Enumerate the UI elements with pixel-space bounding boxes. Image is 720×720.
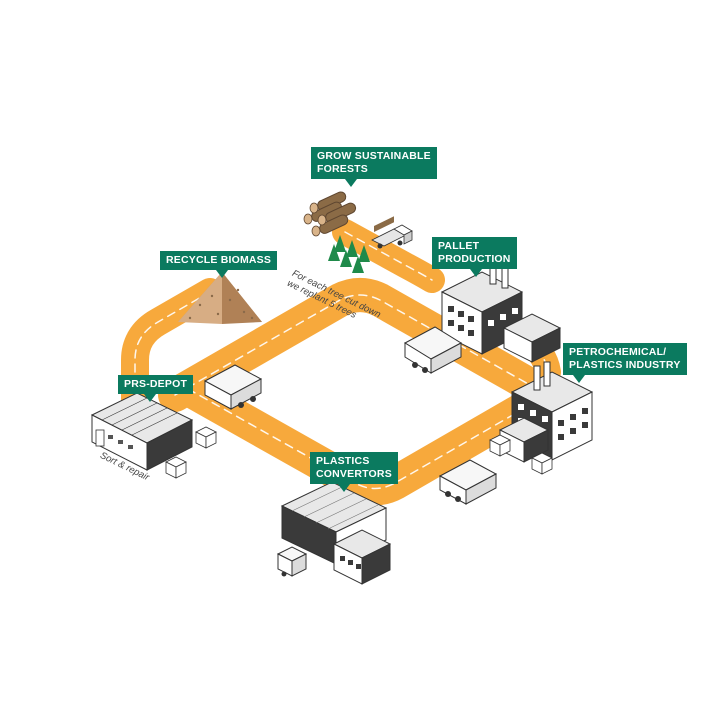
truck-icon <box>371 216 413 249</box>
forest-branch-road <box>332 219 445 293</box>
warehouse-icon <box>280 481 392 585</box>
factory-icon <box>498 361 594 463</box>
biomass-pile-icon <box>178 272 262 324</box>
truck-icon <box>438 459 498 505</box>
pallet-icon <box>489 434 553 475</box>
plastics-convertors-label: PLASTICS CONVERTORS <box>310 452 398 492</box>
road-network <box>121 219 561 506</box>
truck-icon <box>276 546 308 577</box>
truck-icon <box>403 326 463 374</box>
pallet-icon <box>165 426 217 479</box>
petrochemical-label: PETROCHEMICAL/ PLASTICS INDUSTRY <box>563 343 687 383</box>
tree-icon <box>328 235 370 273</box>
warehouse-icon <box>90 392 194 471</box>
recycle-biomass-label: RECYCLE BIOMASS <box>160 251 278 278</box>
factory-icon <box>440 257 562 363</box>
truck-icon <box>203 364 263 410</box>
grow-forests-label: GROW SUSTAINABLE FORESTS <box>311 147 437 187</box>
pallet-production-label: PALLET PRODUCTION <box>432 237 517 277</box>
prs-depot-label: PRS-DEPOT <box>118 375 194 402</box>
log-pile-icon <box>303 191 357 237</box>
